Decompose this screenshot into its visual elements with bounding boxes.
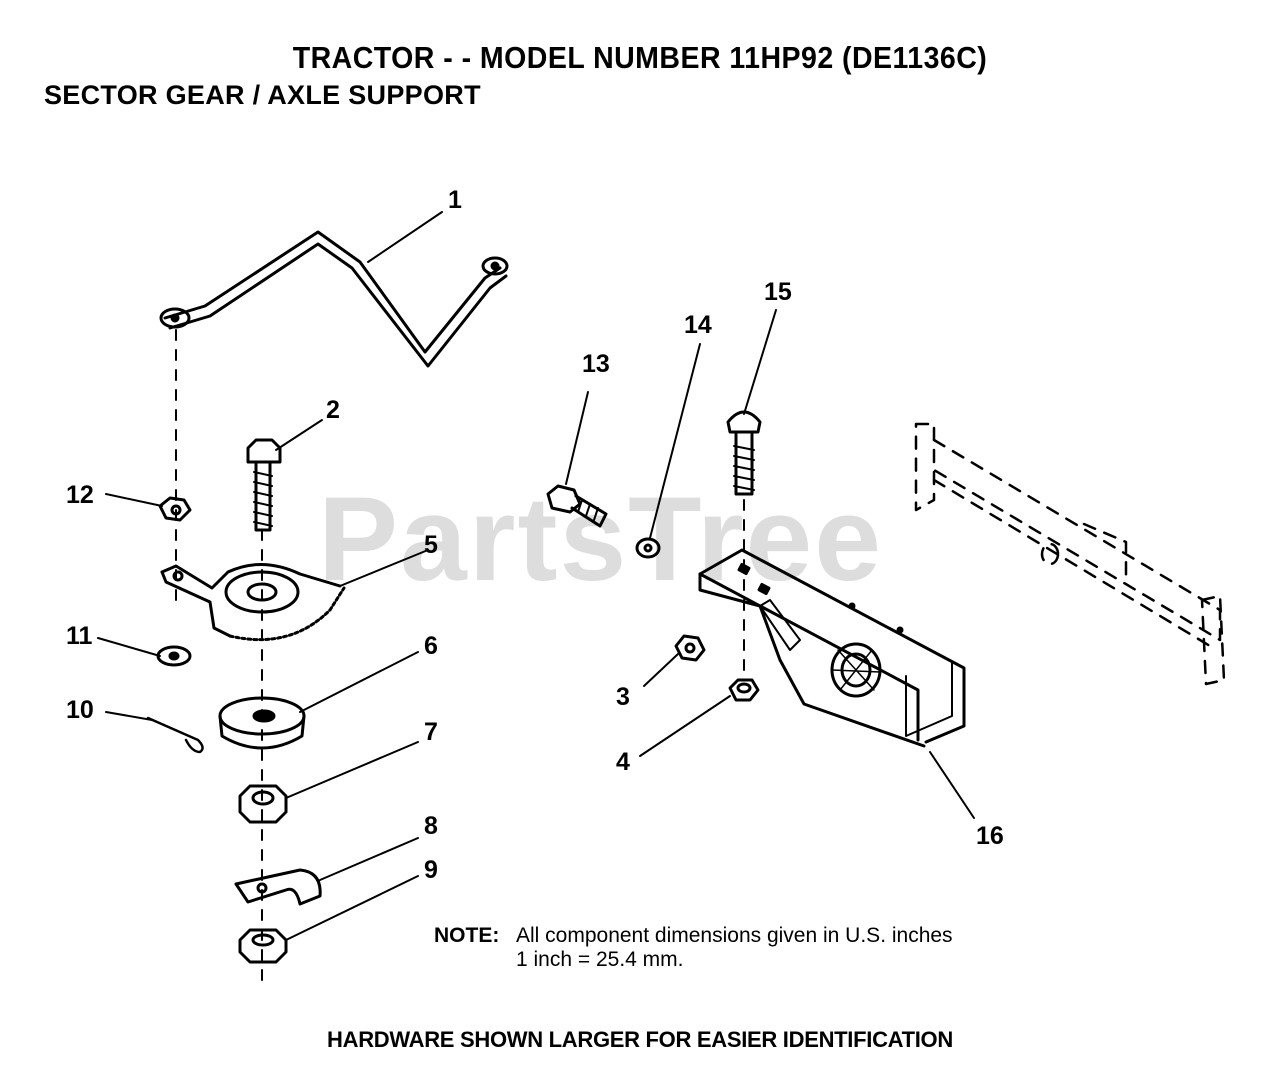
callout-1: 1 — [448, 186, 462, 214]
callout-8: 8 — [424, 812, 438, 840]
note-line-2: 1 inch = 25.4 mm. — [516, 948, 684, 971]
callout-14: 14 — [684, 311, 712, 339]
part-5-sector-gear — [160, 562, 346, 642]
callout-5: 5 — [424, 531, 438, 559]
part-4-nut — [728, 678, 760, 702]
part-8-clip — [234, 868, 322, 906]
part-13-bolt — [546, 484, 608, 528]
front-axle-phantom — [914, 422, 1226, 686]
part-7-nut — [238, 784, 288, 824]
part-2-bolt — [246, 438, 282, 532]
leader-lines — [97, 211, 975, 941]
watermark: PartsTree — [318, 472, 884, 606]
diagram-subtitle: SECTOR GEAR / AXLE SUPPORT — [44, 80, 481, 110]
note-line-1: All component dimensions given in U.S. i… — [516, 924, 953, 947]
callout-15: 15 — [764, 278, 792, 306]
diagram-title: TRACTOR - - MODEL NUMBER 11HP92 (DE1136C… — [292, 40, 988, 75]
callout-3: 3 — [616, 683, 630, 711]
callout-16: 16 — [976, 822, 1004, 850]
callout-11: 11 — [66, 622, 93, 650]
part-12-nut — [158, 496, 192, 522]
callout-7: 7 — [424, 718, 438, 746]
part-3-nut — [674, 634, 706, 662]
callout-6: 6 — [424, 632, 438, 660]
part-1-drag-link — [159, 230, 509, 368]
part-10-cotter-pin — [146, 716, 204, 754]
part-6-spacer — [218, 696, 306, 750]
callout-10: 10 — [66, 696, 94, 724]
part-9-nut — [238, 928, 288, 964]
note-block: NOTE: All component dimensions given in U… — [434, 924, 953, 972]
callout-4: 4 — [616, 748, 630, 776]
callout-9: 9 — [424, 856, 438, 884]
part-15-carriage-bolt — [726, 410, 762, 496]
callout-13: 13 — [582, 350, 610, 378]
part-11-washer — [156, 645, 192, 667]
part-16-axle-support — [698, 548, 966, 748]
part-14-washer — [635, 537, 661, 559]
footer-note: HARDWARE SHOWN LARGER FOR EASIER IDENTIF… — [327, 1027, 953, 1052]
callout-12: 12 — [66, 481, 94, 509]
note-label: NOTE: — [434, 924, 500, 947]
callout-2: 2 — [326, 396, 340, 424]
